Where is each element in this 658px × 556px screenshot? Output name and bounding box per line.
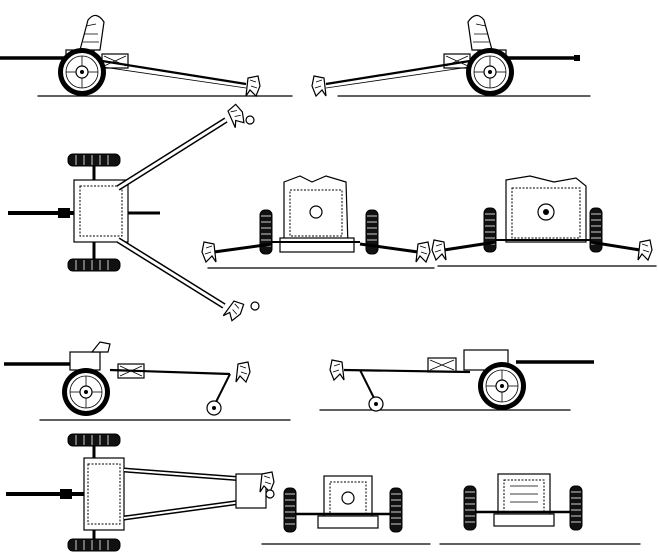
view-left-side-travel <box>0 15 293 96</box>
view-front-trails-closed <box>261 475 431 545</box>
view-front-trails-spread <box>431 175 657 267</box>
view-rear-trails-spread <box>201 175 435 269</box>
view-top-trails-closed <box>6 433 275 552</box>
view-left-side-limber <box>4 341 291 421</box>
view-top-trails-spread <box>8 102 260 324</box>
view-right-side-travel <box>312 15 591 96</box>
view-right-side-limber <box>319 349 594 412</box>
view-rear-trails-closed <box>439 473 641 545</box>
